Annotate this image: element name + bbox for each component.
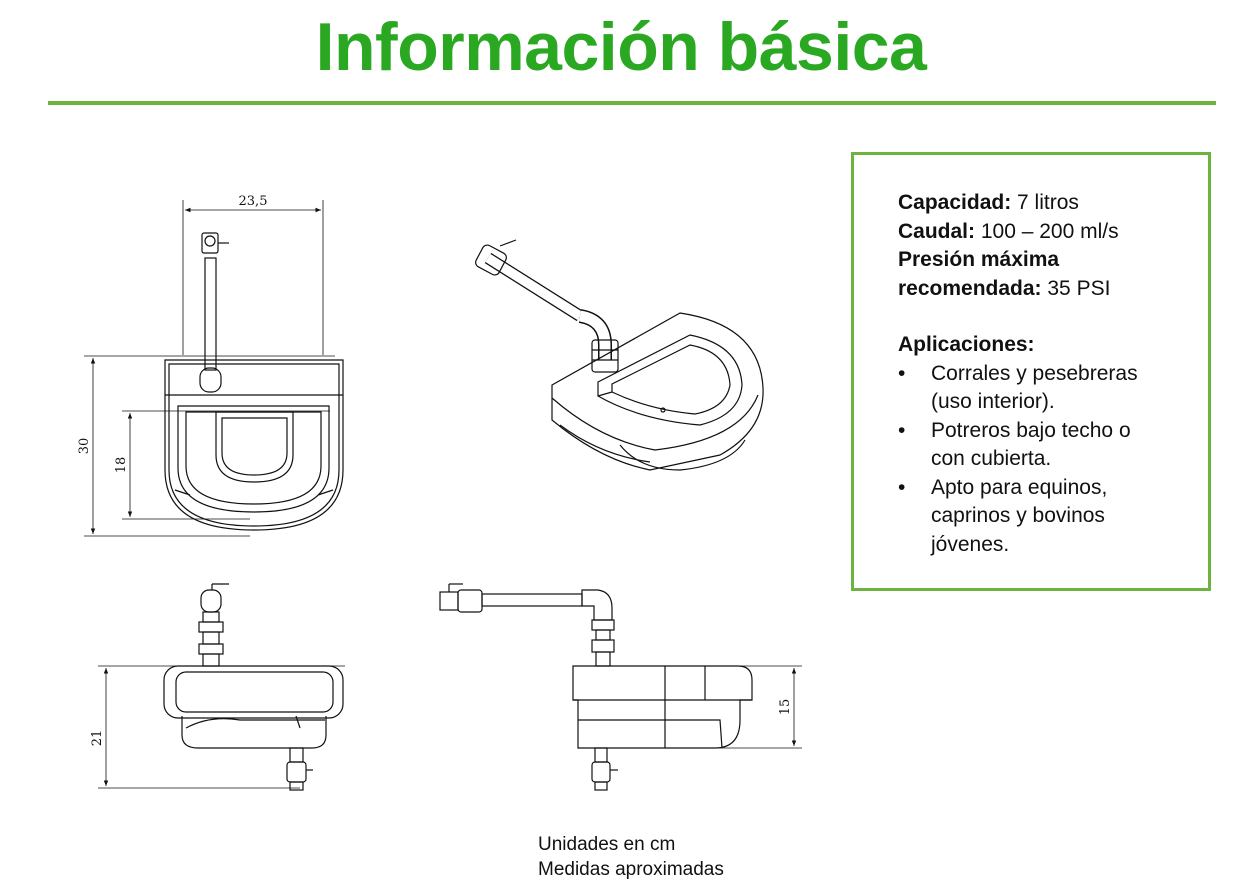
spec-capacity-label: Capacidad: bbox=[898, 191, 1012, 214]
applications-list: • Corrales y pesebreras (uso interior). … bbox=[898, 360, 1198, 560]
approx-note: Medidas aproximadas bbox=[538, 859, 724, 880]
list-item-line: Apto para equinos, bbox=[931, 475, 1108, 499]
list-item-line: caprinos y bovinos bbox=[931, 504, 1105, 527]
spec-flow-label: Caudal: bbox=[898, 219, 976, 243]
dim-height-inner: 18 bbox=[114, 457, 129, 474]
spec-pressure-label-line2: recomendada: bbox=[898, 276, 1042, 300]
page-title: Información básica bbox=[315, 9, 927, 85]
side-view bbox=[439, 583, 802, 791]
bullet: • bbox=[898, 418, 906, 442]
list-item-line: Corrales y pesebreras bbox=[931, 361, 1138, 385]
dim-height-total: 30 bbox=[77, 438, 92, 455]
list-item-line: con cubierta. bbox=[931, 447, 1052, 470]
spec-capacity: Capacidad: 7 litros bbox=[898, 189, 1198, 218]
drawing-notes: Unidades en cm Medidas aproximadas bbox=[538, 832, 724, 882]
list-item: • Corrales y pesebreras (uso interior). bbox=[898, 360, 1198, 417]
technical-drawing: 23,5 30 18 21 15 bbox=[77, 194, 802, 791]
isometric-view bbox=[475, 239, 764, 471]
list-item-line: (uso interior). bbox=[931, 390, 1055, 413]
spec-flow: Caudal: 100 – 200 ml/s bbox=[898, 218, 1198, 247]
top-view bbox=[84, 200, 344, 537]
dim-height-side: 15 bbox=[778, 699, 793, 716]
units-note: Unidades en cm bbox=[538, 834, 676, 855]
applications-heading: Aplicaciones: bbox=[898, 333, 1035, 356]
list-item: • Apto para equinos, caprinos y bovinos … bbox=[898, 474, 1198, 560]
spec-pressure-label-line1: Presión máxima bbox=[898, 248, 1060, 271]
front-view bbox=[98, 583, 345, 791]
spec-pressure-value: 35 PSI bbox=[1041, 276, 1111, 300]
specifications-box: Capacidad: 7 litros Caudal: 100 – 200 ml… bbox=[851, 152, 1211, 591]
specifications-content: Capacidad: 7 litros Caudal: 100 – 200 ml… bbox=[898, 189, 1198, 559]
list-item: • Potreros bajo techo o con cubierta. bbox=[898, 417, 1198, 474]
title-divider bbox=[48, 101, 1216, 105]
list-item-line: jóvenes. bbox=[931, 532, 1010, 556]
dim-height-front: 21 bbox=[90, 730, 105, 747]
spec-pressure: Presión máxima recomendada: 35 PSI bbox=[898, 246, 1198, 303]
bullet: • bbox=[898, 475, 906, 499]
list-item-line: Potreros bajo techo o bbox=[931, 418, 1131, 442]
spec-flow-value: 100 – 200 ml/s bbox=[975, 219, 1119, 243]
dim-width-top: 23,5 bbox=[239, 194, 268, 209]
spec-capacity-value: 7 litros bbox=[1011, 191, 1079, 214]
bullet: • bbox=[898, 361, 906, 385]
